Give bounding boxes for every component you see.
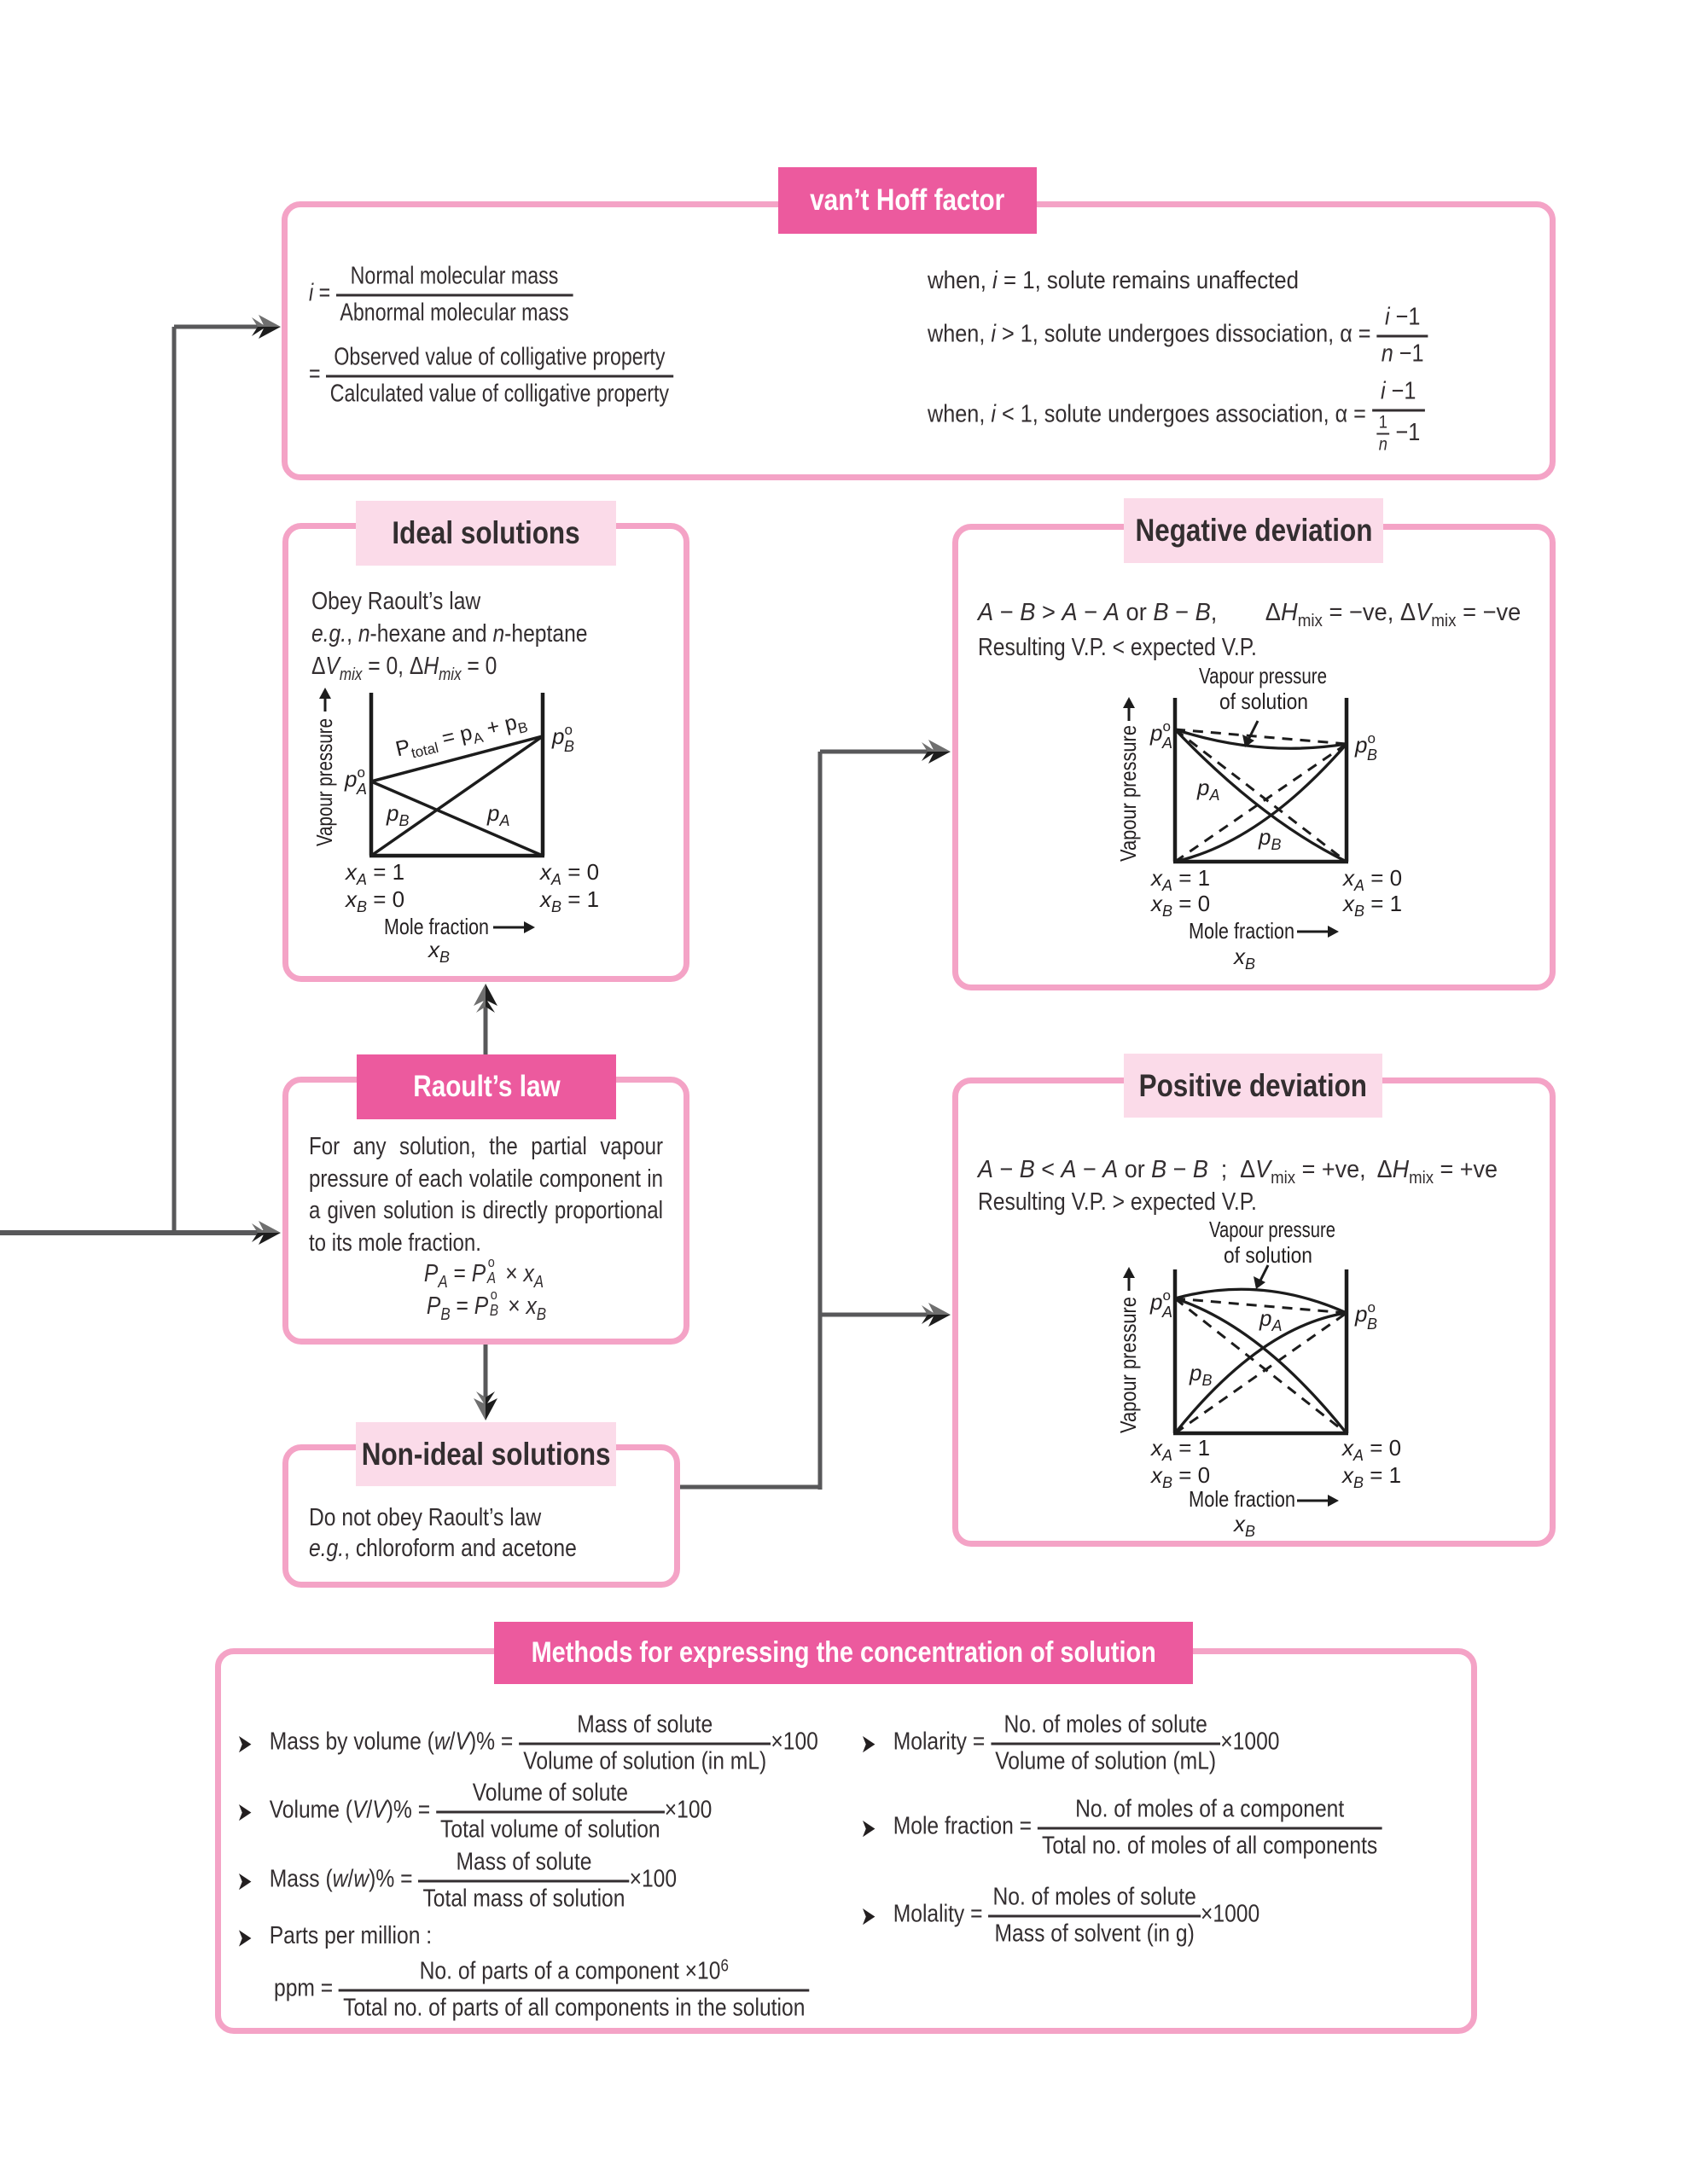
svg-text:xA = 0: xA = 0 — [1341, 865, 1402, 894]
svg-text:Vapour pressure: Vapour pressure — [1115, 725, 1141, 862]
svg-text:Vapour pressure: Vapour pressure — [311, 718, 337, 846]
svg-text:poB: poB — [1354, 1299, 1377, 1333]
svg-text:poA: poA — [344, 764, 367, 798]
svg-text:pB: pB — [1258, 824, 1281, 853]
svg-text:poA: poA — [1149, 718, 1172, 752]
svg-text:xA = 0: xA = 0 — [1341, 1435, 1401, 1464]
svg-text:xB = 1: xB = 1 — [1341, 1462, 1401, 1491]
svg-text:Vapour pressure: Vapour pressure — [1209, 1217, 1335, 1242]
svg-text:xA = 1: xA = 1 — [1149, 1435, 1210, 1464]
svg-text:pB: pB — [386, 800, 409, 829]
svg-text:Mole fraction: Mole fraction — [384, 914, 489, 939]
svg-text:pB: pB — [1189, 1360, 1212, 1389]
svg-text:Vapour pressure: Vapour pressure — [1199, 663, 1327, 688]
svg-text:Mole fraction: Mole fraction — [1189, 1486, 1295, 1512]
svg-text:xB: xB — [427, 937, 450, 964]
svg-text:pA: pA — [486, 800, 509, 829]
svg-text:pA: pA — [1196, 775, 1219, 804]
svg-text:xB = 0: xB = 0 — [1149, 891, 1210, 920]
svg-text:xB = 1: xB = 1 — [1341, 891, 1402, 920]
svg-text:xB: xB — [1232, 1511, 1255, 1540]
svg-text:xB = 1: xB = 1 — [538, 886, 599, 915]
svg-text:poB: poB — [1354, 730, 1377, 764]
svg-text:xA = 0: xA = 0 — [538, 859, 599, 888]
svg-text:Vapour pressure: Vapour pressure — [1115, 1297, 1141, 1433]
svg-text:Mole fraction: Mole fraction — [1189, 918, 1294, 944]
svg-text:xA = 1: xA = 1 — [344, 859, 404, 888]
svg-text:poB: poB — [551, 722, 574, 755]
svg-text:pA: pA — [1259, 1305, 1282, 1334]
svg-text:xB: xB — [1232, 944, 1255, 973]
svg-text:of solution: of solution — [1219, 688, 1308, 714]
svg-text:xB = 0: xB = 0 — [344, 886, 404, 915]
svg-text:of solution: of solution — [1224, 1242, 1312, 1268]
svg-text:xB = 0: xB = 0 — [1149, 1462, 1210, 1491]
svg-text:xA = 1: xA = 1 — [1149, 865, 1210, 894]
svg-text:poA: poA — [1149, 1287, 1172, 1321]
